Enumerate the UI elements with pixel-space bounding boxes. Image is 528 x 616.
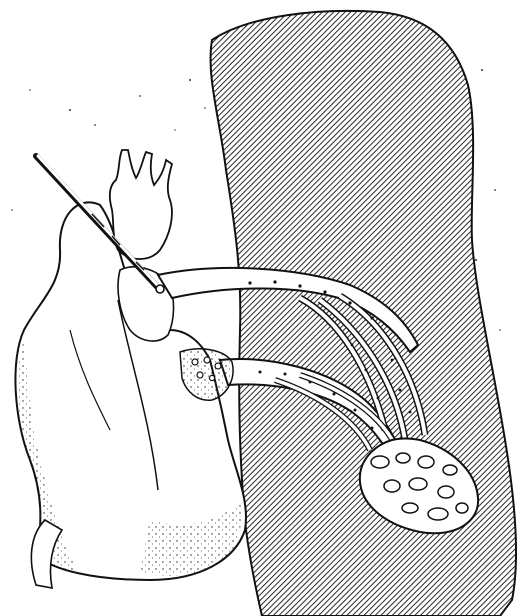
anatomical-illustration — [0, 0, 528, 616]
